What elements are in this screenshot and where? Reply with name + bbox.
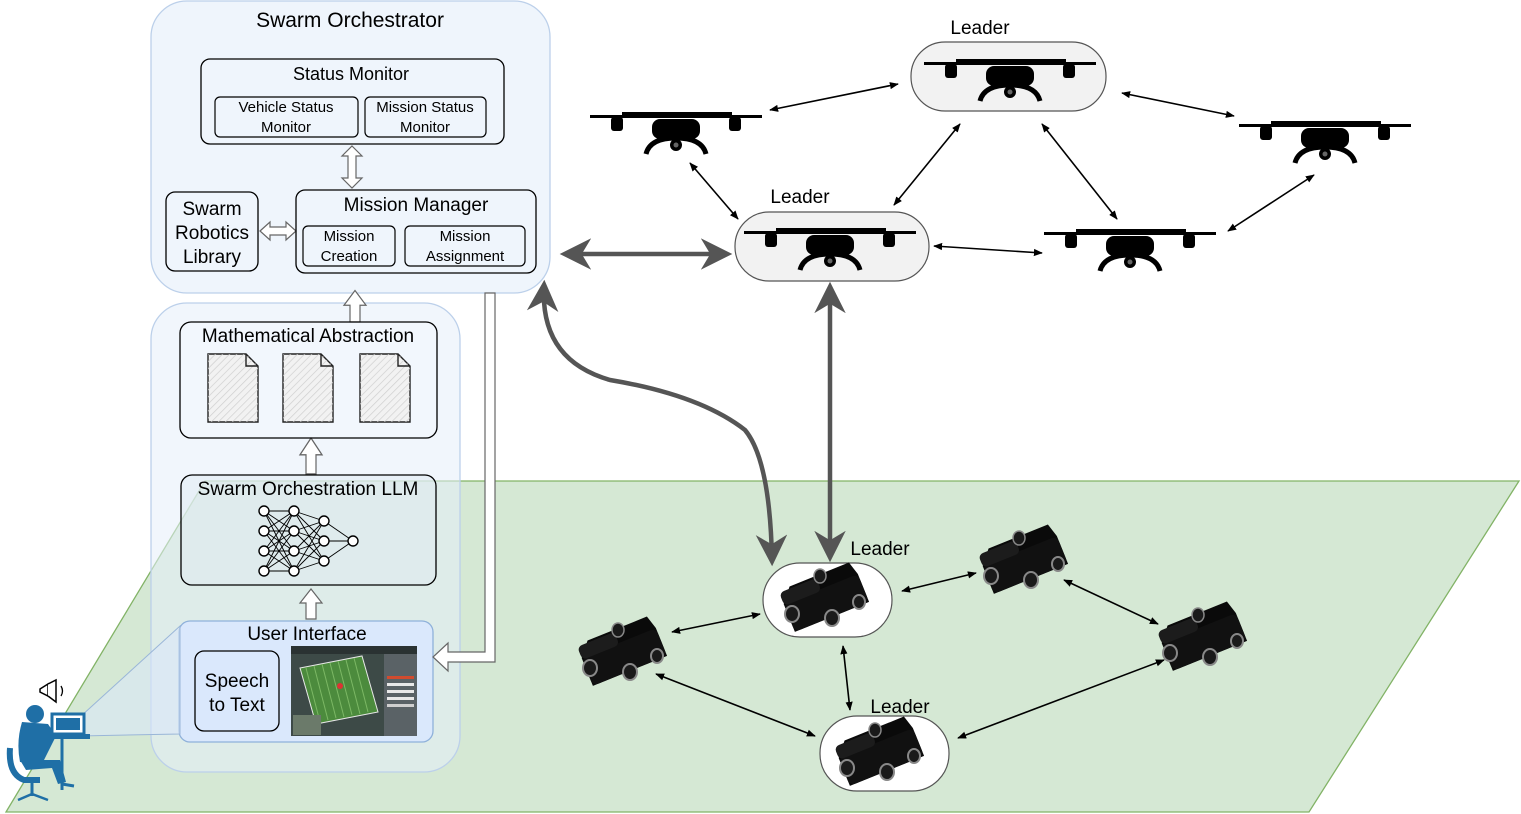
mission-creation-box	[302, 225, 396, 267]
nn-edge	[263, 510, 295, 572]
status-monitor-box	[200, 58, 505, 145]
map-screenshot	[291, 646, 417, 736]
link-d5	[1041, 123, 1118, 220]
neural-network-icon	[258, 505, 359, 577]
monitor-manager-arrow	[340, 145, 364, 189]
mission-manager-box	[295, 189, 537, 274]
nn-edge	[293, 540, 325, 572]
orchestrator-ground-link	[526, 279, 788, 567]
nn-node	[347, 535, 359, 547]
nn-edge	[293, 520, 325, 572]
link-d6	[933, 242, 1043, 257]
nn-node	[258, 525, 270, 537]
mission-status-line1: Mission Status	[376, 99, 474, 116]
link-d4	[893, 123, 961, 206]
nn-edge	[263, 550, 295, 572]
mission-assignment-line2: Assignment	[426, 248, 505, 265]
robot-leader-bottom-label: Leader	[870, 697, 930, 718]
link-r1	[671, 612, 761, 634]
robot-leader-top-label: Leader	[850, 539, 910, 560]
link-d1	[769, 82, 899, 112]
library-line2: Robotics	[175, 223, 249, 244]
nn-node	[288, 565, 300, 577]
document-icon-2	[282, 353, 334, 423]
link-d7	[1227, 174, 1315, 232]
nn-edge	[263, 530, 295, 572]
link-d3	[689, 162, 739, 220]
robot-links	[655, 571, 1165, 739]
nn-node	[288, 525, 300, 537]
drone-leader-top-label: Leader	[950, 18, 1010, 39]
feedback-arrow	[432, 292, 496, 673]
vehicle-status-monitor-box	[214, 96, 359, 138]
nn-node	[258, 505, 270, 517]
nn-edge	[293, 520, 325, 552]
user-interface-title: User Interface	[247, 624, 366, 645]
link-d2	[1121, 91, 1235, 118]
mission-assignment-box	[404, 225, 526, 267]
nn-node	[258, 565, 270, 577]
nn-node	[288, 505, 300, 517]
library-line1: Swarm	[182, 199, 241, 220]
mission-status-line2: Monitor	[400, 119, 450, 136]
mission-assignment-line1: Mission	[440, 228, 491, 245]
nn-edge	[323, 540, 354, 562]
drone-left	[590, 112, 762, 154]
document-icon-1	[207, 353, 259, 423]
nn-node	[318, 535, 330, 547]
mission-creation-line1: Mission	[324, 228, 375, 245]
nn-node	[318, 515, 330, 527]
link-r5	[655, 673, 816, 737]
math-abstraction-title: Mathematical Abstraction	[202, 326, 414, 347]
mission-manager-title: Mission Manager	[344, 195, 489, 216]
link-r3	[1063, 579, 1159, 625]
nn-node	[258, 545, 270, 557]
nn-node	[288, 545, 300, 557]
robotics-library-box	[165, 191, 259, 272]
nn-edge	[323, 520, 354, 542]
drone-leader-mid-label: Leader	[770, 187, 830, 208]
link-r6	[957, 659, 1165, 739]
mission-creation-line2: Creation	[321, 248, 378, 265]
vehicle-status-line1: Vehicle Status	[238, 99, 333, 116]
speech-to-text-box	[194, 650, 280, 732]
drone-links	[689, 82, 1315, 257]
link-r2	[901, 571, 977, 593]
document-icon-3	[359, 353, 411, 423]
speech-line1: Speech	[205, 671, 269, 692]
nn-edge	[263, 510, 295, 532]
link-r4	[840, 645, 853, 711]
nn-edge	[263, 510, 295, 552]
drone-bottom-right	[1044, 229, 1216, 271]
speech-line2: to Text	[209, 695, 265, 716]
llm-title: Swarm Orchestration LLM	[198, 479, 419, 500]
llm-box	[180, 474, 437, 586]
mission-status-monitor-box	[364, 96, 487, 138]
vehicle-status-line2: Monitor	[261, 119, 311, 136]
nn-node	[318, 555, 330, 567]
status-monitor-title: Status Monitor	[293, 64, 409, 84]
orchestrator-title: Swarm Orchestrator	[256, 9, 444, 32]
operator-icon	[6, 624, 181, 802]
drone-right	[1239, 121, 1411, 163]
library-line3: Library	[183, 247, 242, 268]
